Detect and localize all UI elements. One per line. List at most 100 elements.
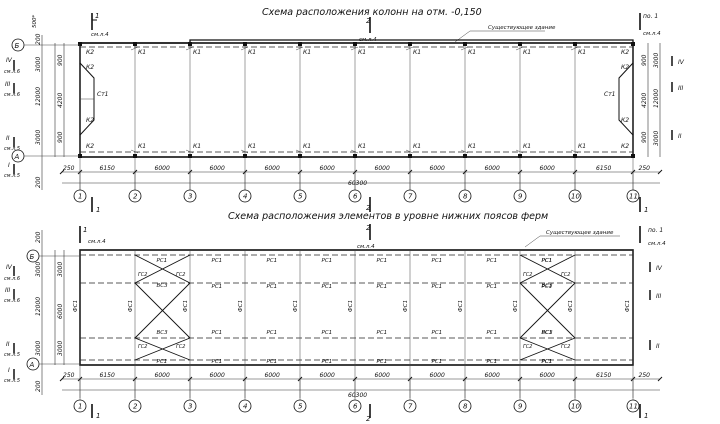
fs1-label: ФС1	[348, 300, 354, 312]
axis-label: 4	[243, 193, 247, 201]
rs1-label: РС1	[542, 258, 553, 264]
svg-text:А: А	[14, 153, 20, 161]
plan1-title: Схема расположения колонн на отм. -0,150	[262, 7, 482, 18]
axis-label: 9	[518, 403, 523, 411]
rs1-label: РС1	[487, 330, 498, 336]
svg-text:3000: 3000	[35, 57, 42, 72]
fs1-label: ФС1	[293, 300, 299, 312]
dimension-value: 250	[639, 372, 651, 379]
dimension-value: 6000	[485, 165, 500, 172]
dimension-value: 6000	[265, 165, 280, 172]
dimension-value: 6000	[320, 165, 335, 172]
column-markers	[78, 42, 635, 158]
column-marker	[463, 154, 467, 158]
svg-text:4200: 4200	[641, 93, 648, 108]
sheet-reference: см.л.4	[643, 31, 661, 37]
axis-label: 11	[629, 403, 638, 411]
axis-label: 1	[78, 403, 82, 411]
svg-text:II: II	[678, 133, 682, 140]
gs2-label: ГС2	[138, 344, 147, 350]
rs1-label: РС1	[377, 258, 388, 264]
rs1-label: РС1	[542, 284, 553, 290]
column-label: К2	[621, 49, 629, 56]
axis-bubble	[458, 189, 472, 203]
sheet-reference: см.л.4	[91, 32, 109, 38]
dimension-value: 6150	[100, 165, 115, 172]
fs1-label: ФС1	[513, 300, 519, 312]
column-label: К2	[86, 117, 94, 124]
column-label: К1	[193, 143, 201, 150]
axis-label: 2	[133, 403, 138, 411]
axis-bubble	[128, 189, 142, 203]
column-label: К1	[523, 143, 531, 150]
dimension-value: 6000	[265, 372, 280, 379]
column-marker	[631, 42, 635, 46]
fs1-label: ФС1	[403, 300, 409, 312]
rs1-label: РС1	[542, 359, 553, 365]
svg-text:1: 1	[96, 412, 100, 420]
vs3-label: ВС3	[542, 283, 554, 289]
vs3-label: ВС3	[157, 283, 169, 289]
dimension-value: 6000	[155, 165, 170, 172]
axis-bubble-b: Б	[26, 249, 80, 263]
column-layout-plan: Схема расположения колонн на отм. -0,150…	[4, 7, 685, 214]
axis-label: 6	[353, 193, 358, 201]
left-section-marks: IV см.л.6 III см.л.6 II см.л.5 I см.л.5	[4, 57, 20, 179]
svg-text:А: А	[29, 361, 35, 369]
rs1-label: РС1	[487, 284, 498, 290]
column-marker	[133, 42, 137, 46]
rs1-label: РС1	[267, 359, 278, 365]
rs1-label: РС1	[377, 330, 388, 336]
truss-chord-plan: Схема расположения элементов в уровне ни…	[4, 211, 666, 423]
axis-bubble	[183, 189, 197, 203]
column-marker	[408, 42, 412, 46]
svg-text:3000: 3000	[35, 130, 42, 145]
column-marker	[78, 42, 82, 46]
svg-text:см.л.4: см.л.4	[88, 239, 106, 245]
rs1-label: РС1	[377, 359, 388, 365]
rs1-label: РС1	[322, 359, 333, 365]
svg-text:IV: IV	[678, 59, 685, 66]
column-label: К1	[138, 49, 146, 56]
rs1-label: РС1	[267, 284, 278, 290]
axis-label: 3	[188, 193, 192, 201]
axis-label: 7	[408, 403, 413, 411]
column-marker	[298, 154, 302, 158]
vs3-label: ВС3	[157, 330, 169, 336]
rs1-label: РС1	[157, 258, 168, 264]
column-label: К1	[248, 49, 256, 56]
rs1-label: РС1	[377, 284, 388, 290]
svg-text:900: 900	[57, 54, 64, 66]
gs2-label: ГС2	[523, 344, 532, 350]
column-marker	[573, 42, 577, 46]
axis-bubble	[568, 399, 582, 413]
column-label: К1	[468, 49, 476, 56]
svg-text:200: 200	[35, 176, 42, 188]
column-marker	[353, 42, 357, 46]
rs1-label: РС1	[267, 330, 278, 336]
axis-label: 2	[133, 193, 138, 201]
axis-label: 3	[188, 403, 192, 411]
rs1-label: РС1	[487, 359, 498, 365]
rs1-label: РС1	[212, 330, 223, 336]
axis-bubble	[73, 399, 87, 413]
rs1-label: РС1	[212, 359, 223, 365]
gs2-label: ГС2	[176, 272, 185, 278]
column-label: К1	[578, 49, 586, 56]
column-marker	[188, 42, 192, 46]
rs1-label: РС1	[212, 284, 223, 290]
svg-text:I: I	[8, 162, 10, 169]
end-bracing-left: К2 К2 К2 К2 Ст1	[79, 49, 109, 150]
dimension-value: 6000	[320, 372, 335, 379]
axis-bubble	[293, 189, 307, 203]
column-label: К1	[303, 143, 311, 150]
column-label: К1	[358, 49, 366, 56]
svg-text:по. 1: по. 1	[648, 227, 663, 234]
svg-text:1: 1	[83, 226, 87, 234]
svg-text:см.л.5: см.л.5	[4, 352, 20, 358]
svg-text:см.л.6: см.л.6	[4, 92, 20, 98]
left-section-marks: IV см.л.6 III см.л.6 II см.л.5 I см.л.5	[4, 264, 20, 384]
column-marker	[133, 154, 137, 158]
